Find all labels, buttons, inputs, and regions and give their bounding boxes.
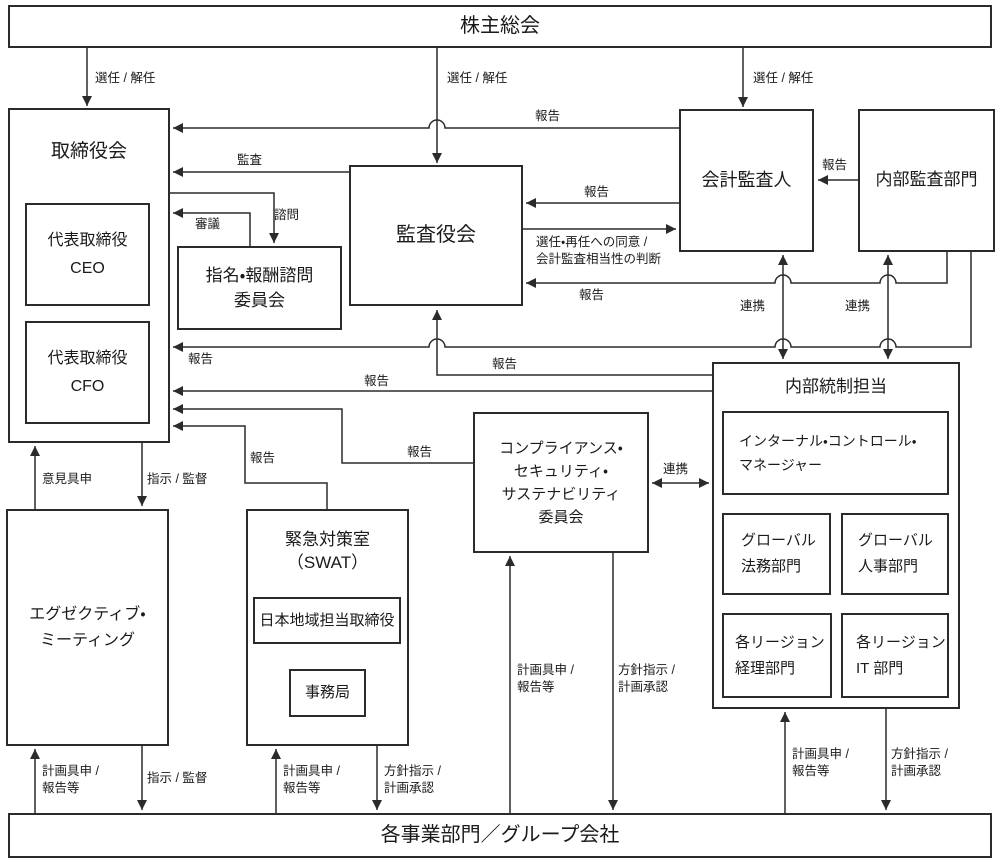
node-secretariat: 事務局 xyxy=(289,669,366,717)
node-region-it-department: 各リージョン IT 部門 xyxy=(841,613,949,698)
edge-label-appoint-dismiss-audit-board: 選任 / 解任 xyxy=(447,71,508,85)
node-global-legal-department: グローバル 法務部門 xyxy=(722,513,831,595)
node-internal-control-manager: インターナル・コントロール・ マネージャー xyxy=(722,411,949,495)
node-region-accounting-department: 各リージョン 経理部門 xyxy=(722,613,832,698)
edge-label-cooperation-ia-ic: 連携 xyxy=(845,299,871,313)
edge-label-report-ia-to-audit-board: 報告 xyxy=(579,288,605,302)
edge-label-cooperation-committee-ic: 連携 xyxy=(663,462,689,476)
edge-label-plan-report-committee: 計画具申 / 報告等 xyxy=(517,663,574,694)
edge-label-policy-approval-ic: 方針指示 / 計画承認 xyxy=(891,747,948,778)
node-compliance-security-sustainability-committee: コンプライアンス・ セキュリティ・ サステナビリティ 委員会 xyxy=(473,412,649,553)
node-nomination-compensation-committee: 指名・報酬諮問 委員会 xyxy=(177,246,342,330)
node-global-hr-department: グローバル 人事部門 xyxy=(841,513,949,595)
edge-label-report-swat-to-board: 報告 xyxy=(250,451,276,465)
edge-label-plan-report-swat: 計画具申 / 報告等 xyxy=(283,764,340,795)
edge-label-consent-reappointment: 選任・再任への同意 / 会計監査相当性の判断 xyxy=(536,235,662,266)
edge-label-plan-report-ic: 計画具申 / 報告等 xyxy=(792,747,849,778)
node-internal-audit-department: 内部監査部門 xyxy=(858,109,995,252)
edge-label-policy-approval-committee: 方針指示 / 計画承認 xyxy=(618,663,675,694)
edge-label-report-auditor-to-board: 報告 xyxy=(535,109,561,123)
edge-label-report-auditor-to-audit-board: 報告 xyxy=(584,185,610,199)
edge-label-report-committee-to-board: 報告 xyxy=(407,445,433,459)
edge-label-deliberation: 審議 xyxy=(195,217,221,231)
edge-label-report-ia-to-auditor: 報告 xyxy=(822,158,848,172)
node-shareholders-meeting: 株主総会 xyxy=(8,5,992,48)
node-executive-meeting: エグゼクティブ・ ミーティング xyxy=(6,509,169,746)
edge-label-report-ic-to-audit-board: 報告 xyxy=(492,357,518,371)
edge-label-consultation: 諮問 xyxy=(274,208,300,222)
node-representative-director-cfo: 代表取締役 CFO xyxy=(25,321,150,424)
node-business-units-group-companies: 各事業部門／グループ会社 xyxy=(8,813,992,858)
edge-label-plan-report-exec: 計画具申 / 報告等 xyxy=(42,764,99,795)
node-representative-director-ceo: 代表取締役 CEO xyxy=(25,203,150,306)
node-accounting-auditor: 会計監査人 xyxy=(679,109,814,252)
edge-label-audit: 監査 xyxy=(237,153,263,167)
edge-label-appoint-dismiss-board: 選任 / 解任 xyxy=(95,71,156,85)
node-audit-and-supervisory-board: 監査役会 xyxy=(349,165,523,306)
edge-label-direction-supervision-top: 指示 / 監督 xyxy=(147,472,208,486)
edge-label-report-ia-to-board: 報告 xyxy=(188,352,214,366)
edge-label-direction-supervision-bottom: 指示 / 監督 xyxy=(147,771,208,785)
edge-label-cooperation-auditor-ic: 連携 xyxy=(740,299,766,313)
edge-label-appoint-dismiss-auditor: 選任 / 解任 xyxy=(753,71,814,85)
node-japan-region-director: 日本地域担当取締役 xyxy=(253,597,401,644)
edge-label-report-ic-to-board: 報告 xyxy=(364,374,390,388)
edge-label-opinion-submission: 意見具申 xyxy=(42,472,93,486)
edge-label-policy-approval-swat: 方針指示 / 計画承認 xyxy=(384,764,441,795)
